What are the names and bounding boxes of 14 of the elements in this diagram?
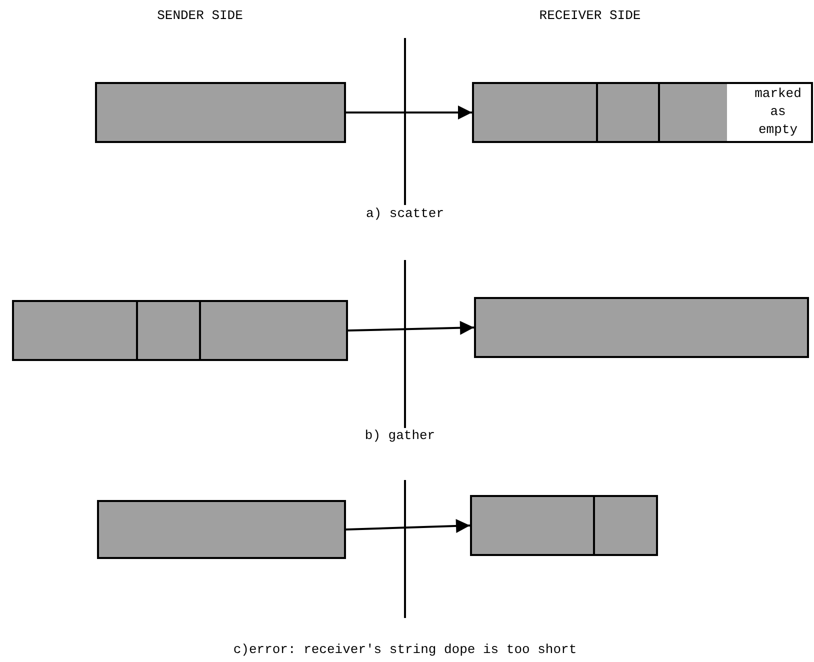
buffer-bar <box>12 300 348 361</box>
side-heading: RECEIVER SIDE <box>539 8 641 23</box>
arrow <box>348 320 474 335</box>
arrow <box>346 518 470 533</box>
panel-caption: a) scatter <box>366 206 444 221</box>
panel-caption: b) gather <box>364 428 436 443</box>
buffer-bar <box>470 495 658 556</box>
arrow <box>346 106 472 120</box>
buffer-bar <box>474 297 809 358</box>
panel-caption: c)error: receiver's string dope is too short <box>233 642 577 657</box>
buffer-bar <box>95 82 346 143</box>
buffer-bar <box>472 82 813 143</box>
side-heading: SENDER SIDE <box>157 8 243 23</box>
buffer-bar <box>97 500 346 559</box>
